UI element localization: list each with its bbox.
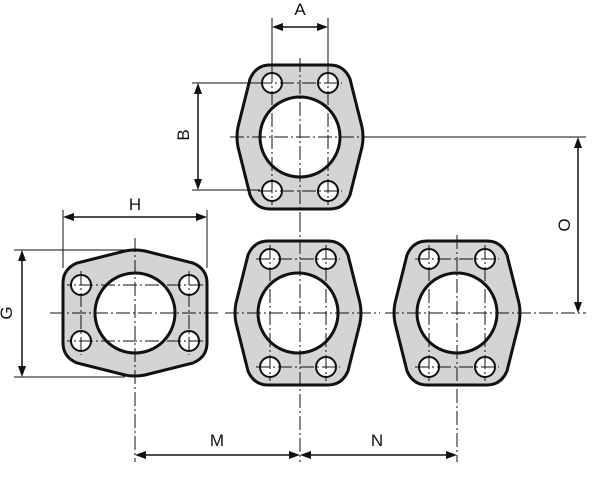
flange-middle	[225, 239, 380, 387]
dimension-h-label: H	[129, 195, 141, 214]
dimension-a-label: A	[294, 0, 306, 19]
dimension-n: N	[300, 431, 457, 459]
dimension-m: M	[135, 431, 300, 459]
dimension-n-label: N	[371, 431, 383, 450]
dimension-o: O	[375, 136, 586, 313]
dimension-m-label: M	[210, 431, 224, 450]
dimension-h: H	[62, 195, 208, 268]
flange-right	[385, 235, 586, 462]
dimension-b-label: B	[174, 129, 193, 140]
dimension-a: A	[271, 0, 329, 70]
dimension-g: G	[0, 249, 132, 378]
dimension-g-label: G	[0, 306, 16, 319]
dimension-b: B	[174, 82, 260, 191]
dimension-o-label: O	[555, 218, 574, 231]
flange-top	[230, 58, 375, 218]
flange-left	[50, 238, 218, 462]
